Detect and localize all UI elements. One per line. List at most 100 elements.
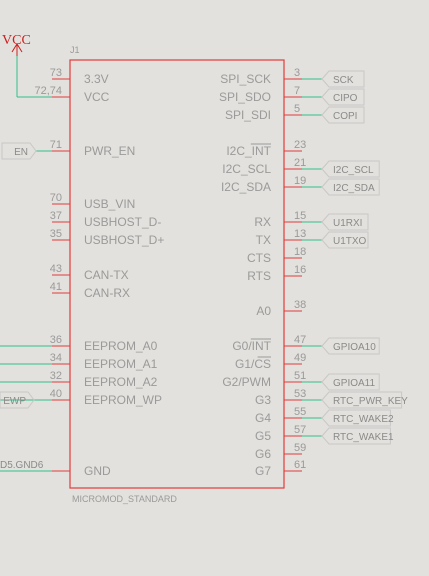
pin-number: 16 bbox=[294, 264, 306, 276]
pin-name: I2C_SCL bbox=[222, 162, 271, 176]
pin-number: 73 bbox=[50, 67, 62, 79]
pin-name: PWR_EN bbox=[84, 144, 135, 158]
net-flag bbox=[321, 88, 365, 106]
pin-name: G6 bbox=[255, 447, 271, 461]
left-pin-eeprom-a2[interactable]: EEPROM_A2 32 bbox=[0, 370, 158, 389]
net-label-u1txo: U1TXO bbox=[333, 236, 367, 247]
pin-name: CTS bbox=[247, 251, 271, 265]
pin-name: EEPROM_A1 bbox=[84, 357, 158, 371]
net-label-gpioa10: GPIOA10 bbox=[333, 342, 376, 353]
pin-name: GND bbox=[84, 464, 111, 478]
right-pin-g6[interactable]: 59 G6 bbox=[255, 442, 306, 461]
pin-number: 5 bbox=[294, 103, 300, 115]
part-body[interactable] bbox=[69, 59, 285, 489]
net-flag bbox=[321, 106, 365, 124]
net-label-cipo: CIPO bbox=[333, 93, 358, 104]
net-label-sck: SCK bbox=[333, 75, 354, 86]
net-flag bbox=[0, 391, 35, 409]
pin-name: TX bbox=[256, 233, 271, 247]
pin-number: 43 bbox=[50, 263, 62, 275]
pin-number: 34 bbox=[50, 352, 62, 364]
left-pin-eeprom-a1[interactable]: EEPROM_A1 34 bbox=[0, 352, 158, 371]
pin-number: 32 bbox=[50, 370, 62, 382]
net-flag bbox=[321, 373, 380, 391]
left-pin-can-tx[interactable]: CAN-TX 43 bbox=[50, 263, 129, 282]
net-flag bbox=[1, 142, 37, 160]
vcc-label: VCC bbox=[2, 33, 31, 48]
pin-name: CAN-TX bbox=[84, 268, 129, 282]
pin-name: EEPROM_A2 bbox=[84, 375, 158, 389]
pin-number: 72,74 bbox=[34, 85, 62, 97]
net-flag bbox=[321, 231, 369, 249]
pin-number: 38 bbox=[294, 299, 306, 311]
pin-name: SPI_SDO bbox=[219, 90, 271, 104]
pin-name: G5 bbox=[255, 429, 271, 443]
net-label-i2c-scl: I2C_SCL bbox=[333, 165, 374, 176]
right-pin-tx[interactable]: 13 TX U1TXO bbox=[256, 228, 369, 249]
pin-name: VCC bbox=[84, 90, 110, 104]
net-label-rtc-wake2: RTC_WAKE2 bbox=[333, 414, 394, 425]
pin-number: 41 bbox=[50, 281, 62, 293]
part-value: MICROMOD_STANDARD bbox=[72, 494, 177, 504]
pin-name: EEPROM_A0 bbox=[84, 339, 158, 353]
pin-number: 19 bbox=[294, 175, 306, 187]
pin-number: 70 bbox=[50, 192, 62, 204]
net-label-ewp: EWP bbox=[3, 396, 26, 407]
pin-number: 59 bbox=[294, 442, 306, 454]
pin-name: USBHOST_D+ bbox=[84, 233, 164, 247]
net-label-copi: COPI bbox=[333, 111, 357, 122]
net-label-rtc-pwr-key: RTC_PWR_KEY bbox=[333, 396, 408, 407]
pin-number: 61 bbox=[294, 459, 306, 471]
pin-number: 71 bbox=[50, 139, 62, 151]
pin-number: 40 bbox=[50, 388, 62, 400]
net-label-u1rxi: U1RXI bbox=[333, 218, 362, 229]
pin-number: 35 bbox=[50, 228, 62, 240]
vcc-power-symbol[interactable]: VCC bbox=[2, 33, 52, 98]
net-label-rtc-wake1: RTC_WAKE1 bbox=[333, 432, 394, 443]
pin-name: G2/PWM bbox=[222, 375, 271, 389]
left-pin-vcc[interactable]: VCC 72,74 bbox=[34, 85, 109, 104]
pin-name: G4 bbox=[255, 411, 271, 425]
left-pin-usbhost-d[interactable]: USBHOST_D- 37 bbox=[50, 210, 162, 229]
left-pin-3-3v[interactable]: 3.3V 73 bbox=[50, 67, 109, 86]
net-flag bbox=[321, 391, 403, 409]
left-pin-usbhost-d[interactable]: USBHOST_D+ 35 bbox=[50, 228, 165, 247]
net-flag bbox=[321, 337, 380, 355]
pin-name: G1/CS bbox=[235, 357, 271, 371]
pin-name: G0/INT bbox=[232, 339, 271, 353]
net-flag bbox=[321, 213, 369, 231]
pin-number: 13 bbox=[294, 228, 306, 240]
pin-number: 15 bbox=[294, 210, 306, 222]
pin-number: 37 bbox=[50, 210, 62, 222]
pin-number: 51 bbox=[294, 370, 306, 382]
pin-name: 3.3V bbox=[84, 72, 109, 86]
net-label-en: EN bbox=[14, 147, 28, 158]
pin-name: USBHOST_D- bbox=[84, 215, 161, 229]
net-label-i2c-sda: I2C_SDA bbox=[333, 183, 375, 194]
